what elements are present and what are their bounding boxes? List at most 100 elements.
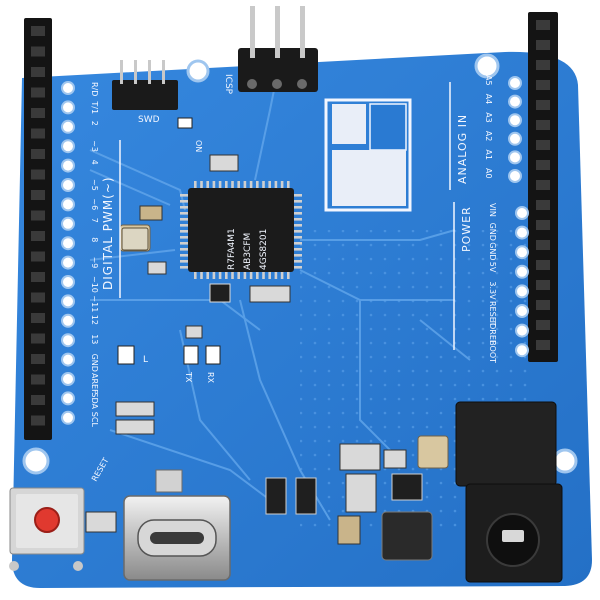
pin-pad bbox=[515, 284, 529, 299]
pin-pad bbox=[515, 343, 529, 358]
pin-pad bbox=[508, 150, 522, 165]
pin-pad bbox=[61, 410, 75, 425]
header-hole bbox=[536, 140, 550, 150]
pin-pad bbox=[508, 131, 522, 146]
analog-pin-label: A5 bbox=[484, 75, 493, 86]
header-hole bbox=[536, 340, 550, 350]
header-hole bbox=[31, 354, 45, 364]
icsp-header bbox=[238, 6, 318, 92]
header-hole bbox=[31, 210, 45, 221]
pin-pad bbox=[61, 313, 75, 328]
digital-pin-label: ~5 bbox=[90, 179, 99, 191]
header-hole bbox=[31, 26, 45, 36]
header-hole bbox=[31, 272, 45, 282]
digital-pin-label: 12 bbox=[90, 315, 99, 325]
header-hole bbox=[536, 20, 550, 30]
pin-pad bbox=[61, 178, 75, 192]
power-pin-label: RESET bbox=[488, 301, 497, 327]
header-hole bbox=[536, 220, 550, 230]
pin-pad bbox=[508, 76, 522, 90]
power-pin-label: BOOT bbox=[488, 340, 497, 363]
analog-pin-label: A4 bbox=[484, 94, 493, 105]
header-hole bbox=[536, 200, 550, 210]
power-pin-label: 5V bbox=[488, 262, 497, 273]
digital-pin-label: 8 bbox=[90, 237, 99, 242]
swd-header bbox=[112, 60, 178, 110]
header-hole bbox=[536, 260, 550, 270]
silkscreen-logo-box bbox=[324, 98, 412, 212]
header-hole bbox=[31, 231, 45, 241]
header-hole bbox=[31, 67, 45, 77]
pin-pad bbox=[515, 245, 529, 260]
header-hole bbox=[31, 292, 45, 303]
pin-pad bbox=[508, 113, 522, 128]
swd-label: SWD bbox=[138, 115, 160, 125]
pin-pad bbox=[508, 94, 522, 109]
power-pin-label: GND bbox=[488, 242, 497, 260]
header-hole bbox=[31, 415, 45, 426]
pin-pad bbox=[61, 255, 75, 270]
pin-pad bbox=[61, 119, 75, 134]
on-label: ON bbox=[194, 140, 203, 152]
chip-pins bbox=[180, 181, 302, 279]
pin-pad bbox=[515, 206, 529, 220]
chip-line-3: 4GS8201 bbox=[259, 229, 269, 270]
pin-pad bbox=[515, 323, 529, 338]
analog-in-label: ANALOG IN bbox=[456, 114, 469, 184]
header-hole bbox=[536, 160, 550, 170]
l-label: L bbox=[143, 355, 148, 365]
pin-pad bbox=[515, 225, 529, 240]
pin-pad bbox=[61, 158, 75, 173]
digital-pin-label: 4 bbox=[90, 160, 99, 165]
header-hole bbox=[536, 80, 550, 90]
right-pads bbox=[508, 76, 529, 358]
digital-pin-label: GND bbox=[90, 354, 99, 372]
dc-power-jack bbox=[455, 401, 563, 583]
pin-pad bbox=[61, 391, 75, 406]
analog-pin-label: A2 bbox=[484, 131, 493, 142]
digital-pwm-label: DIGITAL PWM(~) bbox=[101, 176, 115, 290]
header-hole bbox=[31, 128, 45, 139]
digital-pin-label: ~11 bbox=[90, 295, 99, 312]
chip-line-2: AB3CFM bbox=[243, 233, 253, 270]
header-hole bbox=[31, 149, 45, 159]
tx-label: TX bbox=[184, 371, 193, 383]
header-hole bbox=[536, 180, 550, 190]
digital-pin-label: ~9 bbox=[90, 257, 99, 269]
icsp-label: ICSP bbox=[223, 74, 233, 95]
power-pin-label: 3.3V bbox=[488, 281, 497, 300]
digital-pin-label: ~10 bbox=[90, 276, 99, 293]
rx-label: RX bbox=[206, 372, 215, 384]
header-hole bbox=[31, 46, 45, 57]
header-hole bbox=[536, 240, 550, 250]
digital-pin-label: 7 bbox=[90, 218, 99, 223]
copper-traces bbox=[89, 84, 471, 521]
header-hole bbox=[536, 100, 550, 110]
pin-pad bbox=[508, 169, 522, 183]
header-hole bbox=[536, 300, 550, 310]
usb-c-connector bbox=[123, 469, 231, 581]
smd-components bbox=[85, 154, 449, 561]
left-header-holes bbox=[31, 26, 45, 426]
digital-pin-label: ~6 bbox=[90, 198, 99, 210]
mounting-holes bbox=[22, 53, 578, 475]
microcontroller-chip bbox=[188, 188, 294, 272]
crystal bbox=[121, 227, 149, 251]
header-hole bbox=[536, 120, 550, 130]
header-hole bbox=[536, 320, 550, 330]
header-hole bbox=[31, 190, 45, 200]
on-led bbox=[177, 117, 193, 129]
pin-pad bbox=[61, 100, 75, 115]
digital-pin-labels: R/DT/12~34~5~678~9~10~111213GNDAREFSDASC… bbox=[90, 82, 99, 427]
pin-pad bbox=[61, 372, 75, 386]
header-hole bbox=[536, 60, 550, 70]
digital-pin-label: 13 bbox=[90, 334, 99, 344]
power-label: POWER bbox=[460, 206, 473, 252]
digital-pin-label: ~3 bbox=[90, 140, 99, 152]
header-hole bbox=[31, 333, 45, 344]
digital-pin-label: SCL bbox=[90, 412, 99, 428]
analog-pin-label: A0 bbox=[484, 168, 493, 179]
header-hole bbox=[31, 169, 45, 180]
header-hole bbox=[31, 108, 45, 118]
